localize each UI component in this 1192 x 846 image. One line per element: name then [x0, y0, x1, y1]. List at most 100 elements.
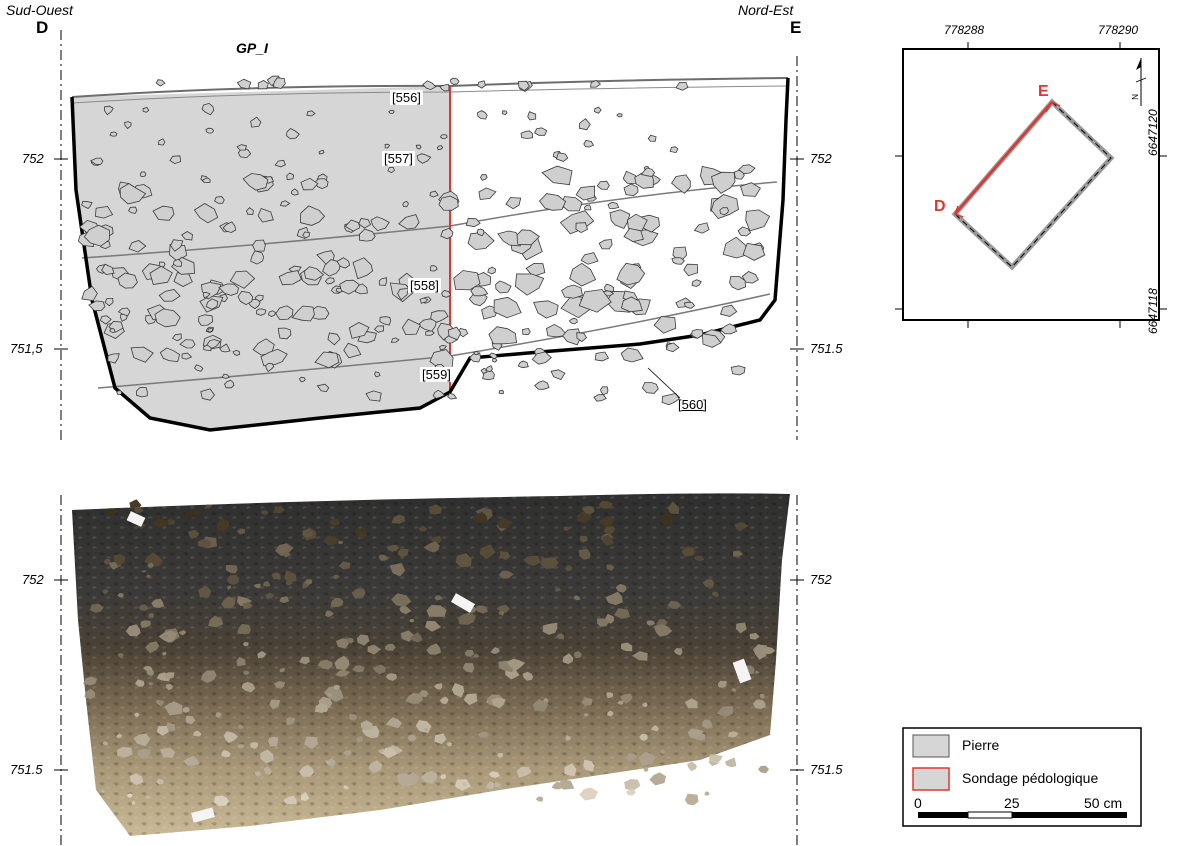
- stone: [480, 174, 488, 181]
- stone: [246, 207, 254, 215]
- stone: [438, 195, 459, 211]
- stone: [684, 698, 698, 709]
- stone: [671, 174, 691, 194]
- stone: [433, 683, 443, 690]
- stone: [343, 342, 362, 359]
- legend-pierre-label: Pierre: [962, 737, 1000, 753]
- stone: [453, 270, 481, 291]
- stone: [101, 263, 115, 276]
- stone: [514, 273, 545, 296]
- stone: [477, 110, 488, 120]
- stone: [181, 352, 193, 360]
- stone: [577, 511, 592, 524]
- stone: [551, 781, 564, 790]
- stone: [480, 367, 488, 374]
- arrow-e: [1045, 101, 1061, 113]
- stone: [272, 77, 286, 89]
- stone: [449, 77, 460, 85]
- stone: [574, 651, 582, 658]
- stone: [352, 257, 374, 280]
- stone: [426, 643, 441, 655]
- stone: [171, 333, 182, 342]
- stone: [323, 685, 344, 702]
- stone: [596, 180, 610, 190]
- stone: [318, 149, 325, 155]
- stone: [391, 514, 406, 524]
- stone: [338, 561, 351, 570]
- stone: [262, 581, 271, 587]
- stone: [398, 214, 420, 230]
- stone: [568, 317, 578, 325]
- stone: [576, 332, 588, 343]
- stone: [124, 121, 132, 130]
- stone: [702, 719, 713, 729]
- scale-label-0: 0: [914, 795, 922, 811]
- stone: [550, 369, 566, 381]
- stone: [462, 663, 475, 673]
- layer-557-label: [557]: [382, 151, 415, 166]
- stone: [299, 764, 315, 777]
- stone: [214, 196, 225, 204]
- stone: [142, 107, 150, 113]
- stone: [155, 79, 166, 87]
- stone: [358, 218, 372, 229]
- stones-group: [77, 75, 771, 406]
- stone: [639, 733, 648, 741]
- stone: [182, 706, 190, 713]
- stone: [584, 204, 592, 211]
- stone: [583, 759, 595, 772]
- stone: [273, 681, 286, 689]
- stone: [505, 197, 522, 210]
- stone: [192, 730, 202, 737]
- stone: [653, 316, 677, 334]
- stone: [473, 511, 488, 524]
- stone: [147, 562, 154, 568]
- stone: [134, 506, 144, 514]
- stone: [283, 795, 297, 804]
- stone: [378, 554, 389, 561]
- stone: [541, 165, 573, 186]
- stone: [626, 213, 648, 232]
- stone: [734, 522, 748, 532]
- stone: [458, 612, 476, 625]
- stone: [304, 579, 313, 586]
- stone: [178, 630, 187, 636]
- stone: [83, 676, 98, 686]
- stone: [388, 109, 395, 114]
- stone: [583, 140, 595, 148]
- stone: [129, 773, 144, 786]
- stone: [429, 504, 442, 515]
- stone: [374, 325, 385, 333]
- stone: [405, 692, 423, 704]
- stone: [420, 770, 438, 784]
- stone: [430, 310, 449, 323]
- stone: [367, 644, 381, 655]
- stone: [236, 744, 244, 749]
- stone: [695, 555, 705, 562]
- stone: [467, 231, 495, 250]
- stone: [254, 771, 262, 777]
- stone: [333, 685, 341, 690]
- stone: [598, 501, 613, 509]
- stone: [164, 701, 183, 716]
- stone: [666, 342, 680, 353]
- stone: [738, 164, 756, 175]
- stone: [711, 171, 736, 194]
- stone: [578, 118, 591, 131]
- stone: [564, 565, 573, 572]
- stone: [283, 551, 291, 558]
- stone: [273, 506, 285, 514]
- photo-tag-4: [191, 807, 215, 823]
- stone: [429, 265, 438, 272]
- stone: [158, 289, 181, 302]
- stone: [250, 250, 265, 265]
- stone: [603, 526, 616, 535]
- stone: [205, 298, 219, 310]
- stone: [497, 753, 504, 758]
- stone: [101, 789, 105, 794]
- stone: [488, 771, 500, 778]
- stone: [661, 392, 680, 406]
- photo-tag-3: [732, 658, 752, 684]
- stone: [422, 80, 437, 91]
- stone: [647, 134, 657, 142]
